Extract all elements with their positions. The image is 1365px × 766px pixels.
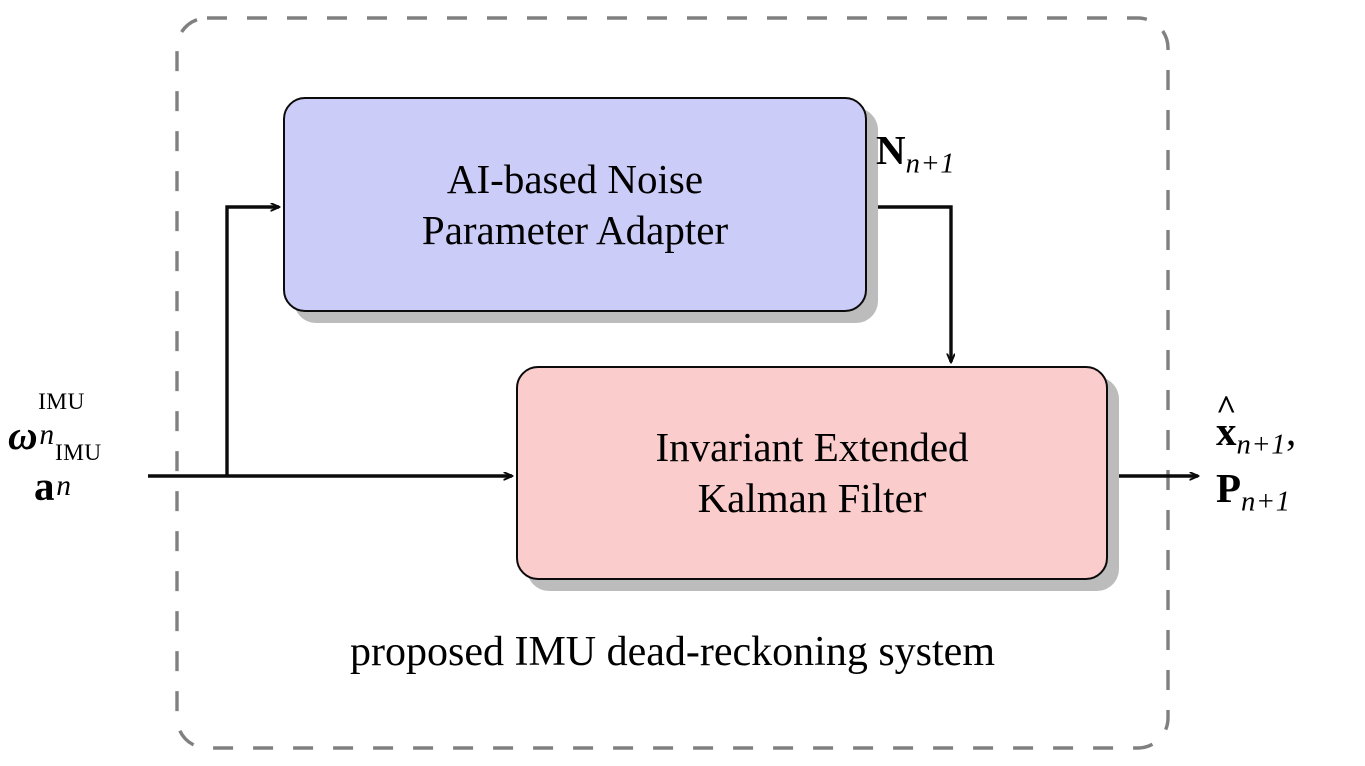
hat-accent-icon: ^	[1216, 387, 1237, 427]
system-boundary-dashed-box	[175, 16, 1170, 750]
label-covariance: Pn+1	[1216, 464, 1291, 518]
label-state-output: ^xn+1, Pn+1	[1216, 387, 1297, 520]
label-noise-parameters: Nn+1	[876, 127, 956, 180]
adapter-label-line1: AI-based Noise	[446, 155, 704, 202]
adapter-label-line2: Parameter Adapter	[421, 206, 729, 253]
edge-imu-to-adapter	[225, 207, 279, 476]
node-ai-noise-parameter-adapter[interactable]: AI-based Noise Parameter Adapter	[283, 97, 867, 312]
label-state-estimate: ^xn+1,	[1216, 387, 1297, 461]
iekf-label-line2: Kalman Filter	[697, 475, 927, 521]
system-caption: proposed IMU dead-reckoning system	[349, 629, 995, 675]
iekf-label-line1: Invariant Extended	[655, 424, 969, 471]
edge-adapter-to-iekf	[869, 205, 951, 362]
node-invariant-extended-kalman-filter[interactable]: Invariant Extended Kalman Filter	[516, 366, 1108, 580]
